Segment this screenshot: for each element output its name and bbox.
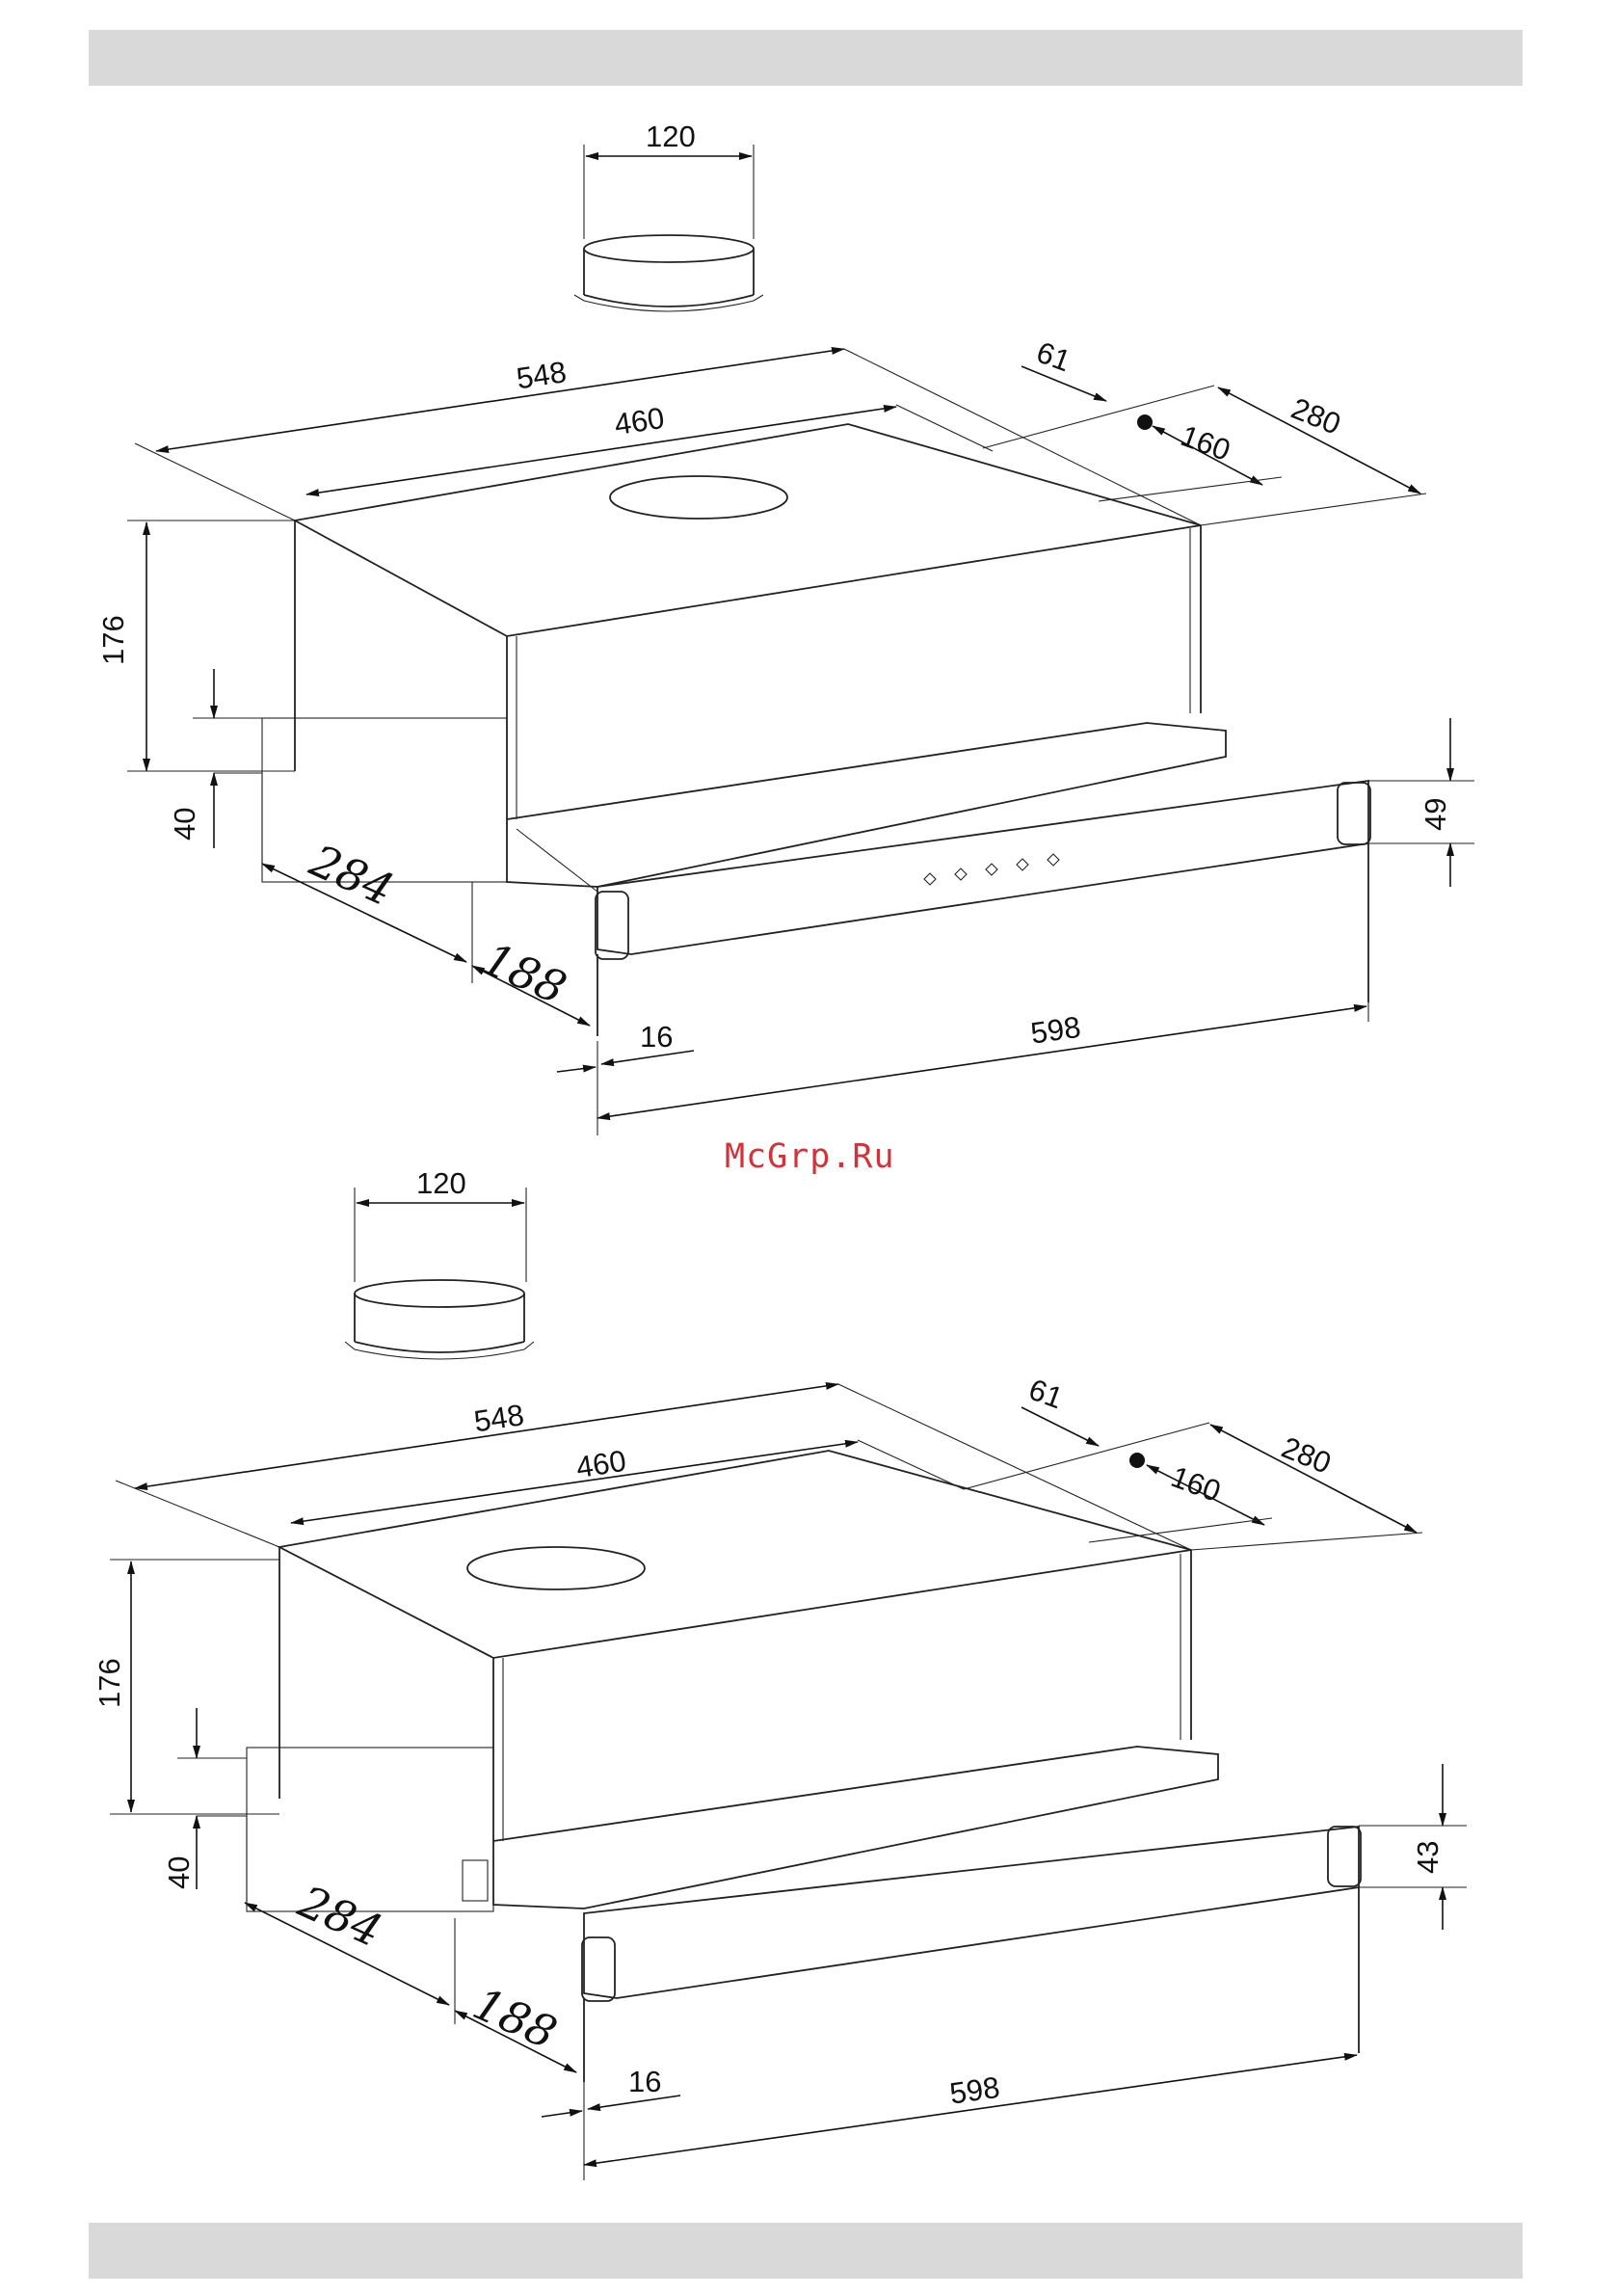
dim-width-inner: 460 bbox=[612, 401, 666, 441]
dim-width-top: 548 bbox=[515, 355, 569, 395]
diagram-top: 120 bbox=[96, 120, 1474, 1135]
dim-side-depth-bottom: 284 bbox=[290, 1875, 389, 1957]
duct-bottom bbox=[345, 1188, 534, 1359]
dim-front-panel-height-bottom: 43 bbox=[1411, 1841, 1445, 1874]
control-buttons-top bbox=[924, 854, 1059, 885]
dim-depth: 280 bbox=[1286, 391, 1345, 441]
dim-height-bottom: 176 bbox=[93, 1658, 126, 1708]
dim-width-inner-bottom: 460 bbox=[574, 1444, 628, 1484]
dim-side-depth: 284 bbox=[302, 834, 401, 916]
dim-side-extension: 188 bbox=[475, 932, 573, 1014]
dim-panel-height: 40 bbox=[168, 808, 201, 841]
dim-depth-bottom: 280 bbox=[1277, 1430, 1336, 1481]
dim-front-panel-height: 49 bbox=[1419, 798, 1452, 831]
dim-height: 176 bbox=[96, 615, 130, 665]
dim-outlet-offset-bottom: 61 bbox=[1024, 1373, 1067, 1416]
dim-width-top-bottom: 548 bbox=[472, 1398, 526, 1438]
dim-duct-diameter: 120 bbox=[646, 120, 696, 153]
watermark-text: McGrp.Ru bbox=[725, 1137, 927, 1176]
dim-panel-height-bottom: 40 bbox=[162, 1856, 196, 1889]
dim-front-width-bottom: 598 bbox=[947, 2070, 1001, 2111]
diagram-bottom: 120 548 460 61 bbox=[93, 1166, 1467, 2180]
dim-outlet-spacing: 160 bbox=[1177, 418, 1235, 467]
dim-side-extension-bottom: 188 bbox=[465, 1977, 564, 2059]
duct-top bbox=[574, 145, 763, 311]
dim-duct-diameter-bottom: 120 bbox=[416, 1166, 466, 1200]
dim-front-width: 598 bbox=[1028, 1010, 1082, 1051]
dim-frame-offset-bottom: 16 bbox=[628, 2065, 661, 2098]
dim-frame-offset: 16 bbox=[640, 1020, 673, 1054]
dim-outlet-offset: 61 bbox=[1032, 335, 1074, 379]
